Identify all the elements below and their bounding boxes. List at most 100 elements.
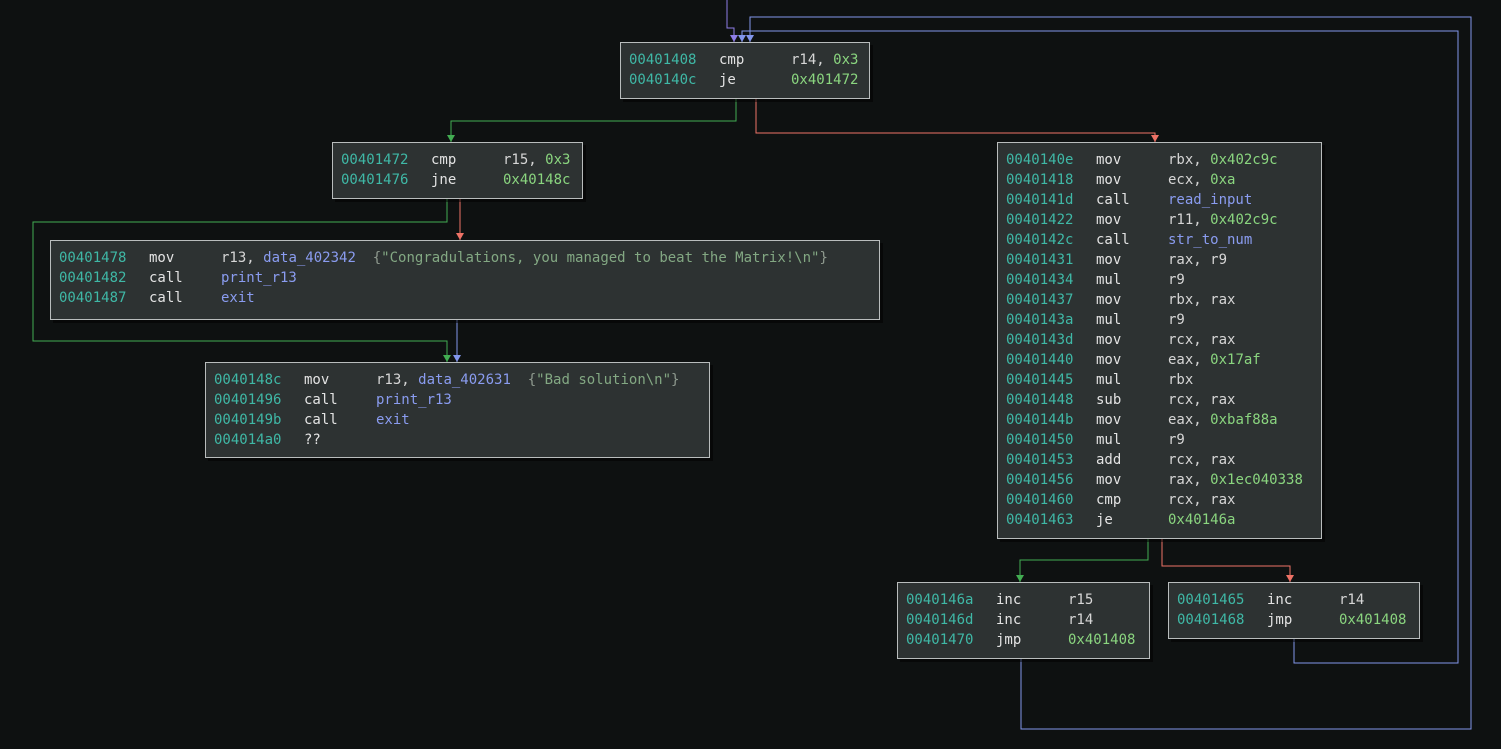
instruction-address: 0040146d — [906, 612, 974, 628]
instruction-mnemonic: cmp — [1096, 492, 1122, 508]
operand-brace: } — [671, 372, 680, 388]
instruction-address: 00401453 — [1006, 452, 1074, 468]
operand-reg: rcx — [1168, 492, 1194, 508]
operand-reg: r14 — [791, 52, 817, 68]
operand-sym[interactable]: print_r13 — [376, 392, 452, 408]
operand-reg: rax — [1210, 332, 1236, 348]
instruction-address: 00401448 — [1006, 392, 1074, 408]
edge-arrowhead-icon — [730, 35, 738, 42]
instruction-mnemonic: jmp — [1267, 612, 1293, 628]
operand-sym[interactable]: read_input — [1168, 192, 1253, 208]
instruction-address: 00401496 — [214, 392, 282, 408]
instruction-mnemonic: cmp — [719, 52, 745, 68]
operand-pl: , — [528, 152, 546, 168]
instruction-mnemonic: jne — [431, 172, 457, 188]
instruction-mnemonic: call — [1096, 232, 1130, 248]
operand-sym[interactable]: data_402342 — [263, 250, 356, 266]
operand-brace: { — [355, 250, 382, 266]
operand-imm: 0x3 — [545, 152, 571, 168]
instruction-address: 00401456 — [1006, 472, 1074, 488]
operand-pl: , — [1193, 472, 1211, 488]
instruction-address: 0040143a — [1006, 312, 1074, 328]
instruction-mnemonic: mov — [1096, 212, 1122, 228]
operand-reg: rbx — [1168, 152, 1194, 168]
operand-reg: rax — [1210, 452, 1236, 468]
operand-pl: , — [401, 372, 419, 388]
edge-b1-true-to-b2 — [450, 99, 737, 142]
instruction-mnemonic: mov — [149, 250, 175, 266]
operand-sym[interactable]: print_r13 — [221, 270, 297, 286]
operand-reg: rcx — [1168, 332, 1194, 348]
operand-sym[interactable]: exit — [376, 412, 410, 428]
operand-sym[interactable]: data_402631 — [418, 372, 511, 388]
operand-str: "Bad solution\n" — [536, 372, 672, 388]
instruction-address: 00401422 — [1006, 212, 1074, 228]
operand-imm: 0x40146a — [1168, 512, 1236, 528]
instruction-address: 0040140c — [629, 72, 697, 88]
operand-reg: r9 — [1210, 252, 1228, 268]
operand-reg: rcx — [1168, 452, 1194, 468]
instruction-address: 0040143d — [1006, 332, 1074, 348]
instruction-row[interactable]: 004014a0?? — [214, 430, 705, 450]
edge-arrowhead-icon — [738, 35, 746, 42]
operand-sym[interactable]: exit — [221, 290, 255, 306]
edge-arrowhead-icon — [456, 233, 464, 240]
instruction-row[interactable]: 00401496 call print_r13 — [214, 390, 705, 410]
instruction-mnemonic: mov — [1096, 332, 1122, 348]
operand-sym[interactable]: str_to_num — [1168, 232, 1253, 248]
operand-imm: 0x17af — [1210, 352, 1261, 368]
instruction-address: 00401476 — [341, 172, 409, 188]
instruction-mnemonic: mov — [304, 372, 330, 388]
instruction-address: 00401470 — [906, 632, 974, 648]
instruction-mnemonic: je — [719, 72, 736, 88]
operand-pl: , — [1193, 152, 1211, 168]
operand-str: "Congradulations, you managed to beat th… — [381, 250, 820, 266]
instruction-mnemonic: mul — [1096, 372, 1122, 388]
instruction-mnemonic: call — [304, 392, 338, 408]
instruction-address: 00401460 — [1006, 492, 1074, 508]
operand-reg: rcx — [1168, 392, 1194, 408]
operand-reg: rax — [1210, 392, 1236, 408]
